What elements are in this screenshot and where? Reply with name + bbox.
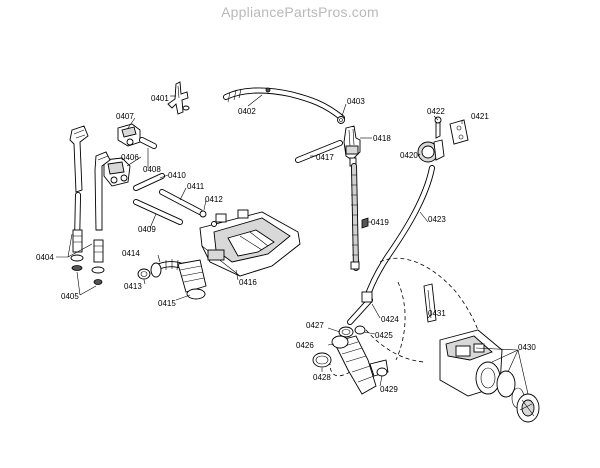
part-0411-tube[interactable]: [159, 189, 203, 215]
label-0423: 0423: [428, 215, 446, 224]
part-0421-bracket[interactable]: [449, 119, 469, 145]
label-0431: 0431: [428, 309, 446, 318]
label-0419: 0419: [371, 218, 389, 227]
label-0420: 0420: [400, 151, 418, 160]
part-0430-drain-pump[interactable]: [439, 329, 540, 423]
label-0405: 0405: [61, 292, 79, 301]
part-0422-screw[interactable]: [434, 116, 442, 139]
label-0401: 0401: [151, 94, 169, 103]
label-0417: 0417: [316, 153, 334, 162]
label-0421: 0421: [471, 112, 489, 121]
part-0404-inlet-hose-right[interactable]: [91, 151, 111, 285]
part-0402-fill-hose[interactable]: [223, 87, 345, 121]
part-0404-inlet-hose-left[interactable]: [69, 125, 89, 271]
label-0424: 0424: [381, 315, 399, 324]
label-0414: 0414: [122, 249, 140, 258]
part-0418-air-chamber[interactable]: [343, 125, 361, 167]
label-0406: 0406: [121, 153, 139, 162]
part-0419-clip[interactable]: [361, 217, 369, 229]
part-0413-clamp[interactable]: [137, 268, 151, 280]
part-0427-clamp[interactable]: [338, 326, 354, 338]
part-0412-seal[interactable]: [199, 210, 207, 218]
label-0404: 0404: [36, 253, 54, 262]
part-0408-seal[interactable]: [139, 137, 157, 149]
part-0407-valve[interactable]: [117, 123, 141, 147]
label-0403: 0403: [347, 97, 365, 106]
leader-lines: [56, 94, 529, 395]
part-0417-tube[interactable]: [295, 140, 343, 163]
part-0406-valve[interactable]: [103, 157, 131, 187]
label-0413: 0413: [124, 282, 142, 291]
part-0418-level-tube[interactable]: [350, 163, 360, 271]
part-0429-clamp[interactable]: [376, 367, 388, 377]
label-0412: 0412: [205, 195, 223, 204]
part-0410-tube[interactable]: [133, 173, 165, 191]
label-0402: 0402: [238, 107, 256, 116]
label-0426: 0426: [296, 341, 314, 350]
label-0410: 0410: [168, 171, 186, 180]
label-0427: 0427: [306, 321, 324, 330]
part-0401-y-connector[interactable]: [167, 81, 190, 115]
label-0411: 0411: [187, 182, 205, 191]
part-0415-bellows[interactable]: [177, 259, 207, 300]
watermark: AppliancePartsPros.com: [221, 4, 379, 20]
part-labels: 0401 0402 0403 0404 0405 0406 0407 0408 …: [36, 94, 536, 394]
label-0425: 0425: [375, 331, 393, 340]
part-0423-pressure-hose[interactable]: [363, 165, 435, 303]
label-0415: 0415: [158, 299, 176, 308]
dashed-route: [329, 257, 483, 377]
label-0422: 0422: [427, 107, 445, 116]
label-0408: 0408: [143, 165, 161, 174]
part-0420-pressure-switch[interactable]: [417, 139, 445, 163]
part-0409-tube[interactable]: [133, 199, 183, 225]
label-0418: 0418: [373, 134, 391, 143]
label-0428: 0428: [313, 373, 331, 382]
part-0431-bracket[interactable]: [423, 283, 437, 323]
label-0409: 0409: [138, 225, 156, 234]
part-0425-hose-end[interactable]: [354, 325, 366, 335]
part-0403-clamp[interactable]: [337, 116, 345, 124]
label-0429: 0429: [380, 385, 398, 394]
label-0416: 0416: [239, 278, 257, 287]
part-0428-clamp[interactable]: [312, 352, 332, 368]
label-0430: 0430: [518, 343, 536, 352]
label-0407: 0407: [116, 112, 134, 121]
part-0416-detergent-dispenser[interactable]: [199, 209, 301, 277]
part-0424-tube[interactable]: [347, 291, 373, 325]
